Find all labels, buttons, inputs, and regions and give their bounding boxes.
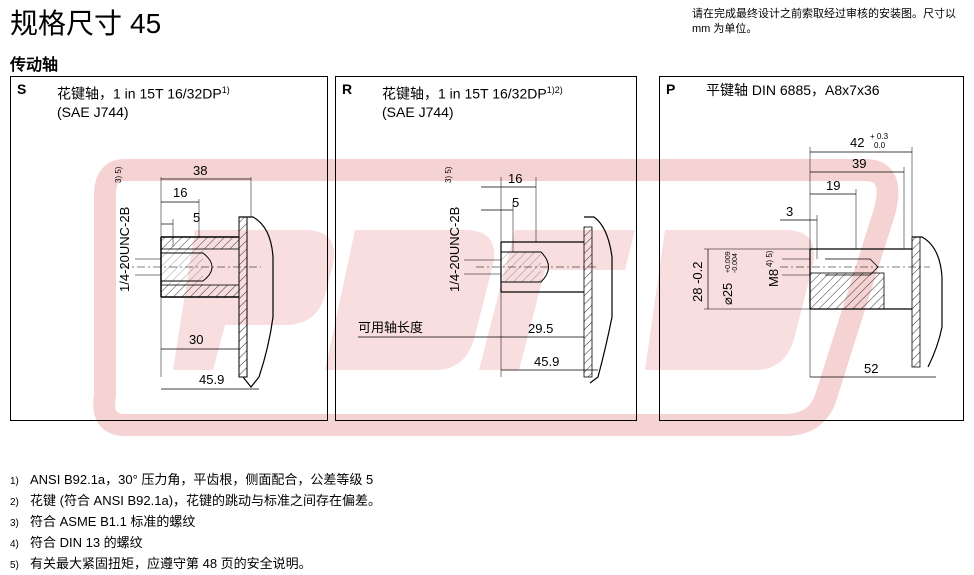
desc-line1: 花键轴，1 in 15T 16/32DP bbox=[382, 85, 547, 102]
dim-42-tol-upper: + 0.3 bbox=[870, 132, 889, 141]
shaft-drawing-p: 42 + 0.3 0.0 39 19 3 52 28 -0.2 ⌀25 +0.0… bbox=[690, 132, 943, 378]
desc-line1: 花键轴，1 in 15T 16/32DP bbox=[57, 85, 222, 102]
thread-footnote-ref: 3) 5) bbox=[444, 166, 453, 183]
footnotes: 1)ANSI B92.1a，30° 压力角，平齿根，侧面配合，公差等级 5 2)… bbox=[10, 470, 381, 575]
dim-38: 38 bbox=[193, 163, 207, 178]
desc-line1: 平键轴 DIN 6885，A8x7x36 bbox=[706, 82, 880, 98]
footnote-1: 1)ANSI B92.1a，30° 压力角，平齿根，侧面配合，公差等级 5 bbox=[10, 472, 374, 487]
footnote-2: 2)花键 (符合 ANSI B92.1a)，花键的跳动与标准之间存在偏差。 bbox=[10, 493, 382, 508]
header-note: 请在完成最终设计之前索取经过审核的安装图。尺寸以 mm 为单位。 bbox=[692, 8, 956, 35]
footnote-4: 4)符合 DIN 13 的螺纹 bbox=[10, 535, 143, 550]
panel-description: 平键轴 DIN 6885，A8x7x36 bbox=[706, 81, 880, 99]
desc-footnote-ref: 1)2) bbox=[546, 85, 563, 95]
desc-line2: (SAE J744) bbox=[382, 103, 454, 120]
dim-16: 16 bbox=[173, 185, 187, 200]
thread-label: 1/4-20UNC-2B bbox=[117, 207, 132, 292]
dim-3: 3 bbox=[786, 204, 793, 219]
panel-p: P 平键轴 DIN 6885，A8x7x36 42 + 0.3 0.0 39 1… bbox=[659, 76, 964, 421]
footnote-5: 5)有关最大紧固扭矩，应遵守第 48 页的安全说明。 bbox=[10, 556, 312, 571]
panel-description: 花键轴，1 in 15T 16/32DP1) (SAE J744) bbox=[57, 81, 230, 121]
panel-r: R 花键轴，1 in 15T 16/32DP1)2) (SAE J744) 16… bbox=[335, 76, 637, 421]
dim-dia25: ⌀25 bbox=[720, 283, 735, 305]
usable-length-label: 可用轴长度 bbox=[358, 320, 423, 335]
dim-5: 5 bbox=[193, 210, 200, 225]
thread-m8-label: M8 bbox=[766, 269, 781, 287]
thread-footnote-ref: 3) 5) bbox=[114, 166, 123, 183]
thread-m8-footnote-ref: 4) 5) bbox=[765, 250, 774, 267]
dim-16: 16 bbox=[508, 171, 522, 186]
dim-dia25-tol-upper: +0.009 bbox=[725, 251, 732, 273]
dim-52: 52 bbox=[864, 361, 878, 376]
panel-code: P bbox=[666, 81, 676, 97]
dim-19: 19 bbox=[826, 178, 840, 193]
panel-description: 花键轴，1 in 15T 16/32DP1)2) (SAE J744) bbox=[382, 81, 563, 121]
dim-42-tol-lower: 0.0 bbox=[874, 141, 886, 150]
shaft-drawing-s: 38 16 5 30 45.9 1/4-20UNC-2B 3) 5) bbox=[114, 163, 274, 390]
dim-30: 30 bbox=[189, 332, 203, 347]
dim-45-9: 45.9 bbox=[199, 372, 224, 387]
dim-5: 5 bbox=[512, 195, 519, 210]
panel-code: S bbox=[17, 81, 27, 97]
shaft-drawing-r: 16 5 可用轴长度 29.5 45.9 1/4-20UNC-2B 3) 5) bbox=[358, 166, 613, 384]
desc-line2: (SAE J744) bbox=[57, 103, 129, 120]
dim-39: 39 bbox=[852, 156, 866, 171]
desc-footnote-ref: 1) bbox=[221, 85, 230, 95]
footnote-3: 3)符合 ASME B1.1 标准的螺纹 bbox=[10, 514, 196, 529]
section-title: 传动轴 bbox=[10, 57, 59, 74]
dim-28: 28 -0.2 bbox=[690, 262, 705, 302]
panel-s: S 花键轴，1 in 15T 16/32DP1) (SAE J744) 38 1… bbox=[10, 76, 328, 421]
thread-label: 1/4-20UNC-2B bbox=[447, 207, 462, 292]
dim-29-5: 29.5 bbox=[528, 321, 553, 336]
dim-45-9: 45.9 bbox=[534, 354, 559, 369]
title-number: 45 bbox=[130, 8, 162, 39]
dim-dia25-tol-lower: -0.004 bbox=[732, 253, 739, 273]
dim-42: 42 bbox=[850, 135, 864, 150]
panel-code: R bbox=[342, 81, 353, 97]
title-text: 规格尺寸 bbox=[10, 8, 123, 39]
